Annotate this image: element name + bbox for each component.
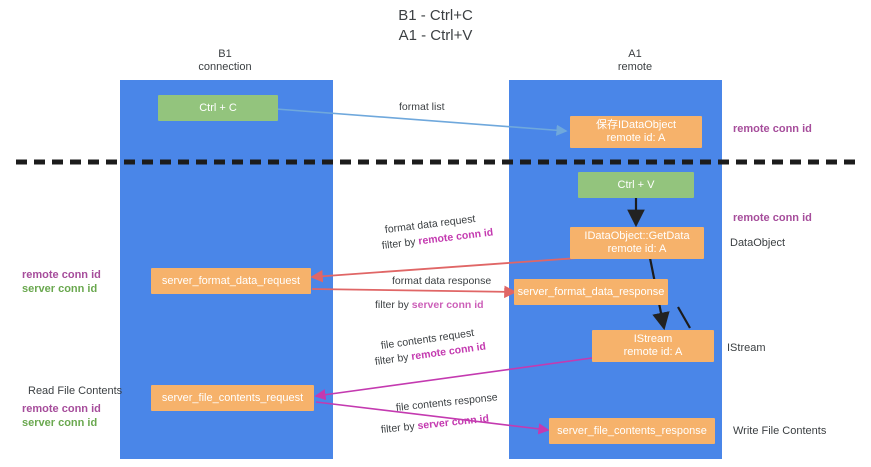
note-write-file-contents: Write File Contents <box>733 425 827 437</box>
column-header-b1: B1 connection <box>155 48 295 74</box>
box-ctrl-v[interactable]: Ctrl + V <box>578 172 694 198</box>
box-idataobject-top[interactable]: 保存IDataObject remote id: A <box>570 116 702 148</box>
arrow-format-data-response <box>311 285 517 299</box>
box-ctrl-c[interactable]: Ctrl + C <box>158 95 278 121</box>
note-remote-conn-id-top: remote conn id <box>733 123 812 135</box>
filter-prefix: filter by <box>374 350 413 368</box>
filter-prefix: filter by <box>381 235 420 252</box>
label-format-data-response: format data response <box>392 275 492 287</box>
box-idataobject-top-line2: remote id: A <box>606 132 666 144</box>
box-server-format-data-request[interactable]: server_format_data_request <box>151 268 311 294</box>
note-left-server-conn-id-mid: server conn id <box>22 283 98 295</box>
note-left-remote-conn-id-mid: remote conn id <box>22 269 101 281</box>
column-header-a1: A1 remote <box>565 48 705 74</box>
column-header-b1-sub: connection <box>198 61 252 73</box>
title-line-1: B1 - Ctrl+C <box>398 7 473 24</box>
box-istream-line2: remote id: A <box>623 346 683 358</box>
box-ctrl-c-label: Ctrl + C <box>199 101 237 114</box>
note-istream: IStream <box>727 342 766 354</box>
note-data-object: DataObject <box>730 237 786 249</box>
filter-prefix: filter by <box>380 420 419 436</box>
filter-key-server-conn-id: server conn id <box>416 412 490 433</box>
box-server-format-data-response-label: server_format_data_response <box>517 285 665 298</box>
note-left-server-conn-id-bottom: server conn id <box>22 417 98 429</box>
column-header-a1-sub: remote <box>617 61 653 73</box>
box-getdata-line1: IDataObject::GetData <box>584 230 690 242</box>
box-server-format-data-response[interactable]: server_format_data_response <box>514 279 668 305</box>
filter-prefix: filter by <box>375 299 412 311</box>
label-format-data-response-filter: filter by server conn id <box>375 299 484 312</box>
box-server-file-contents-request[interactable]: server_file_contents_request <box>151 385 314 411</box>
box-istream[interactable]: IStream remote id: A <box>592 330 714 362</box>
page-title: B1 - Ctrl+C A1 - Ctrl+V <box>0 6 871 46</box>
box-idataobject-getdata[interactable]: IDataObject::GetData remote id: A <box>570 227 704 259</box>
box-ctrl-v-label: Ctrl + V <box>617 178 655 191</box>
box-server-file-contents-response[interactable]: server_file_contents_response <box>549 418 715 444</box>
note-left-remote-conn-id-bottom: remote conn id <box>22 403 101 415</box>
note-read-file-contents: Read File Contents <box>28 385 123 397</box>
title-line-2: A1 - Ctrl+V <box>398 27 473 44</box>
label-file-contents-response-filter: filter by server conn id <box>380 413 489 437</box>
box-server-format-data-request-label: server_format_data_request <box>161 274 301 287</box>
box-istream-line1: IStream <box>633 333 673 345</box>
filter-key-server-conn-id: server conn id <box>411 299 484 311</box>
label-format-list: format list <box>399 101 445 113</box>
column-header-a1-name: A1 <box>628 48 642 60</box>
box-server-file-contents-request-label: server_file_contents_request <box>161 391 304 404</box>
box-server-file-contents-response-label: server_file_contents_response <box>557 424 707 437</box>
box-idataobject-top-line1: 保存IDataObject <box>595 119 677 131</box>
label-file-contents-response: file contents response <box>395 391 499 414</box>
note-remote-conn-id-mid: remote conn id <box>733 212 812 224</box>
column-header-b1-name: B1 <box>218 48 232 60</box>
box-getdata-line2: remote id: A <box>607 243 667 255</box>
